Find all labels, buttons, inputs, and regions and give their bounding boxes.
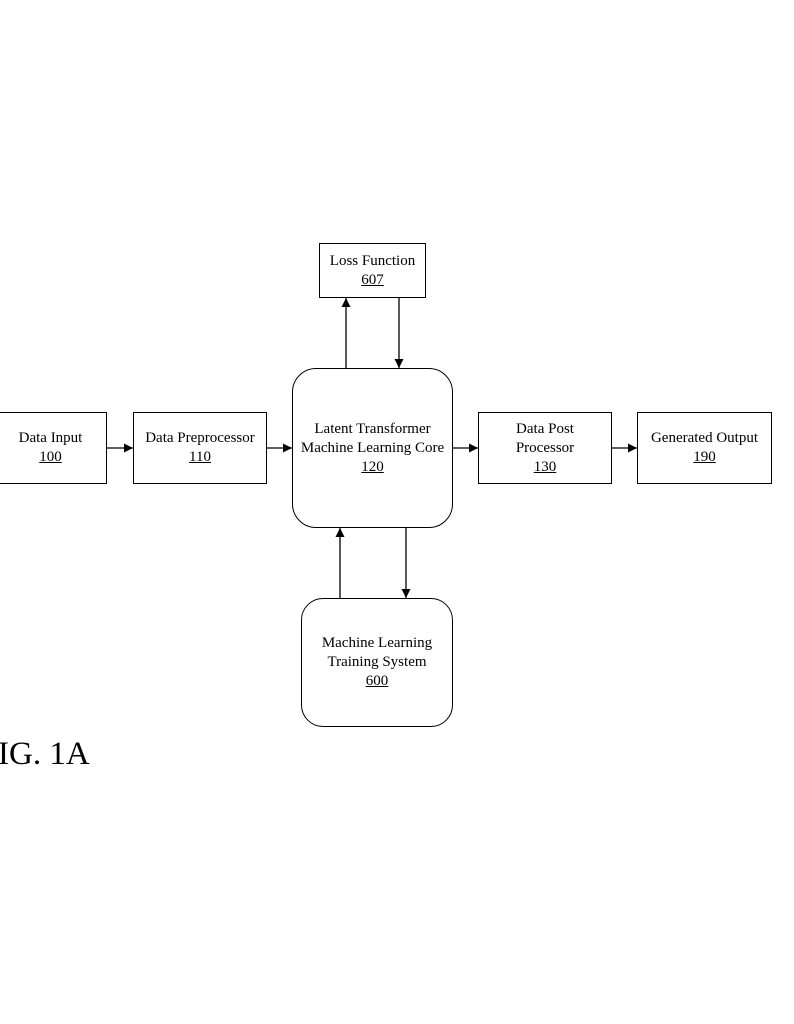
data-input-box: Data Input 100 — [0, 412, 107, 484]
training-system-box: Machine Learning Training System 600 — [301, 598, 453, 727]
latent-transformer-core-box: Latent Transformer Machine Learning Core… — [292, 368, 453, 528]
generated-output-ref: 190 — [693, 449, 716, 465]
data-post-processor-label-line2: Processor — [515, 439, 575, 456]
training-system-ref: 600 — [365, 673, 389, 689]
figure-label: IG. 1A — [0, 736, 90, 772]
latent-core-label-line1: Latent Transformer — [314, 420, 431, 437]
data-preprocessor-ref: 110 — [189, 449, 211, 465]
training-system-label-line1: Machine Learning — [321, 635, 433, 651]
data-input-ref: 100 — [39, 449, 62, 465]
loss-function-ref: 607 — [361, 271, 384, 288]
data-post-processor-ref: 130 — [533, 458, 557, 475]
training-system-label-line2: Training System — [327, 654, 427, 670]
data-post-processor-label-line1: Data Post — [516, 420, 574, 437]
data-preprocessor-box: Data Preprocessor 110 — [133, 412, 267, 484]
latent-core-label-line2: Machine Learning Core — [300, 439, 445, 456]
data-input-label: Data Input — [18, 430, 83, 446]
loss-function-label: Loss Function — [329, 252, 416, 269]
generated-output-label: Generated Output — [650, 430, 759, 446]
loss-function-box: Loss Function 607 — [319, 243, 426, 298]
data-preprocessor-label: Data Preprocessor — [145, 430, 255, 446]
latent-core-ref: 120 — [361, 458, 384, 475]
data-post-processor-box: Data Post Processor 130 — [478, 412, 612, 484]
generated-output-box: Generated Output 190 — [637, 412, 772, 484]
